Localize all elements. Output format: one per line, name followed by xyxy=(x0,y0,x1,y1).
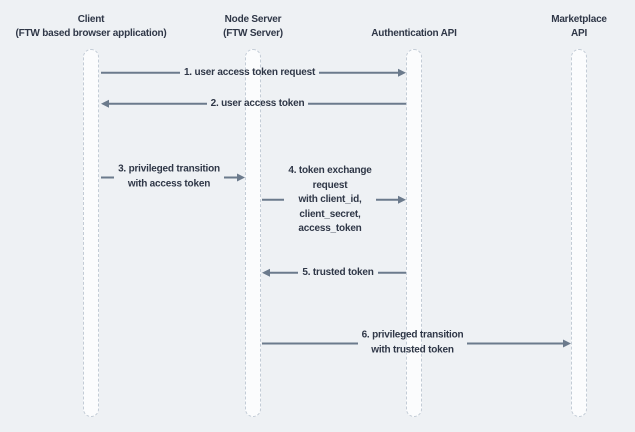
message-label: 5. trusted token xyxy=(302,266,374,278)
message-label: 3. privileged transition with access tok… xyxy=(118,163,220,190)
lifeline-node-server xyxy=(245,49,261,417)
lifeline-authentication-api xyxy=(406,49,422,417)
arrowhead-right-icon xyxy=(398,196,406,204)
arrow-line xyxy=(262,199,285,201)
message-user-access-token-request: 1. user access token request xyxy=(101,66,407,81)
arrow-line xyxy=(270,272,299,274)
arrow-line xyxy=(101,176,115,178)
actor-header-client: Client (FTW based browser application) xyxy=(15,14,167,39)
arrow-line xyxy=(308,103,406,105)
arrowhead-left-icon xyxy=(101,100,109,108)
arrow-line xyxy=(319,72,399,74)
message-label: 1. user access token request xyxy=(183,66,316,78)
arrowhead-right-icon xyxy=(398,69,407,77)
arrowhead-right-icon xyxy=(563,339,572,347)
message-token-exchange-request: 4. token exchange request with client_id… xyxy=(262,164,406,237)
actor-header-node-server: Node Server (FTW Server) xyxy=(223,14,283,39)
arrow-line xyxy=(101,72,180,74)
arrowhead-left-icon xyxy=(262,269,270,277)
message-label: 4. token exchange request with client_id… xyxy=(288,164,372,234)
message-privileged-transition-trusted-token: 6. privileged transition with trusted to… xyxy=(262,329,572,358)
arrow-line xyxy=(262,342,358,344)
actor-header-authentication-api: Authentication API xyxy=(371,28,457,39)
actor-header-marketplace-api: Marketplace API xyxy=(551,14,607,39)
arrow-line xyxy=(467,342,564,344)
arrow-line xyxy=(377,272,407,274)
message-privileged-transition-access-token: 3. privileged transition with access tok… xyxy=(101,163,246,192)
message-label: 2. user access token xyxy=(210,97,305,109)
arrow-line xyxy=(223,176,238,178)
message-label: 6. privileged transition with trusted to… xyxy=(361,329,464,356)
arrowhead-right-icon xyxy=(237,173,246,181)
arrow-line xyxy=(375,199,398,201)
message-trusted-token: 5. trusted token xyxy=(262,266,407,281)
arrow-line xyxy=(109,103,207,105)
lifeline-marketplace-api xyxy=(571,49,587,417)
message-user-access-token: 2. user access token xyxy=(101,97,406,112)
lifeline-client xyxy=(83,49,99,417)
